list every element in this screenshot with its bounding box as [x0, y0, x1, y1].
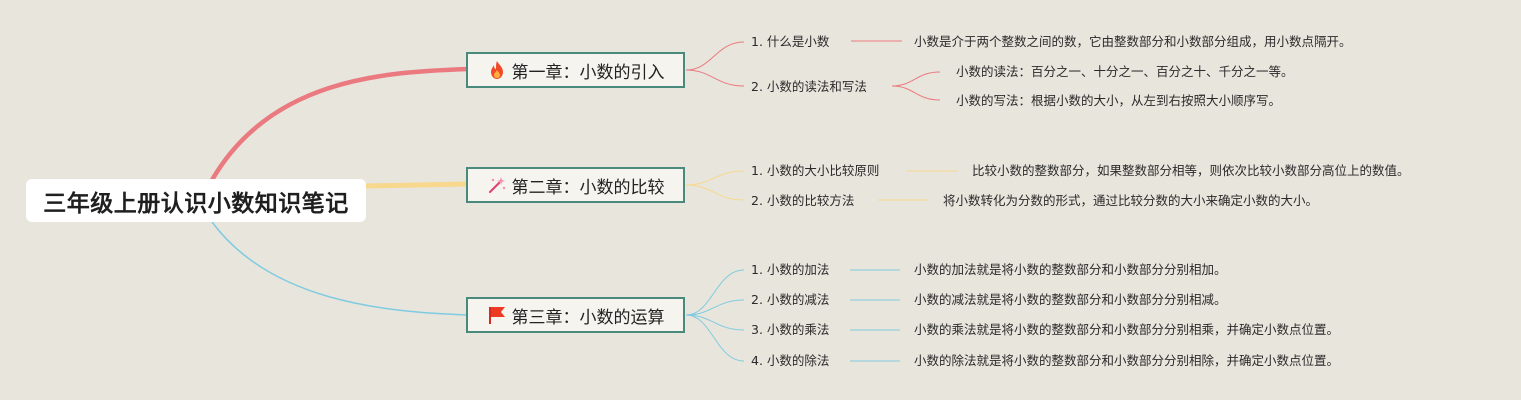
chapter-1-title: 第一章：小数的引入: [511, 62, 665, 83]
ch3-topic-2-detail-1[interactable]: 小数的减法就是将小数的整数部分和小数部分分别相减。: [914, 292, 1227, 307]
fire-icon: [487, 60, 507, 80]
chapter-1-node[interactable]: 第一章：小数的引入: [466, 52, 685, 88]
ch1-topic-1-detail-1[interactable]: 小数是介于两个整数之间的数，它由整数部分和小数部分组成，用小数点隔开。: [914, 34, 1352, 49]
connector-root-chapter-3: [211, 221, 469, 316]
ch3-topic-3-label[interactable]: 3. 小数的乘法: [751, 322, 830, 337]
ch3-topic-4-label[interactable]: 4. 小数的除法: [751, 353, 830, 368]
connector-ch1-topic-1: [685, 41, 745, 71]
connector-ch2-topic-1: [685, 170, 745, 186]
magic-wand-icon: [487, 175, 507, 195]
connector-ch2-topic-2: [685, 184, 745, 201]
ch3-topic-1-detail-1[interactable]: 小数的加法就是将小数的整数部分和小数部分分别相加。: [914, 262, 1227, 277]
ch1-topic-2-detail-1[interactable]: 小数的读法：百分之一、十分之一、百分之十、千分之一等。: [956, 64, 1294, 79]
ch3-topic-4-detail-1[interactable]: 小数的除法就是将小数的整数部分和小数部分分别相除，并确定小数点位置。: [914, 353, 1340, 368]
connector-ch1-topic-2-detail-2: [891, 85, 941, 101]
chapter-3-title: 第三章：小数的运算: [511, 307, 665, 328]
ch1-topic-1-label[interactable]: 1. 什么是小数: [751, 34, 830, 49]
connector-ch3-topic-2: [685, 299, 745, 316]
ch3-topic-3-detail-1[interactable]: 小数的乘法就是将小数的整数部分和小数部分分别相乘，并确定小数点位置。: [914, 322, 1340, 337]
connector-root-chapter-2: [365, 181, 469, 189]
ch2-topic-1-detail-1[interactable]: 比较小数的整数部分，如果整数部分相等，则依次比较小数部分高位上的数值。: [972, 163, 1410, 178]
chapter-2-node[interactable]: 第二章：小数的比较: [466, 167, 685, 203]
ch1-topic-2-label[interactable]: 2. 小数的读法和写法: [751, 79, 867, 94]
ch2-topic-1-label[interactable]: 1. 小数的大小比较原则: [751, 163, 880, 178]
root-topic[interactable]: 三年级上册认识小数知识笔记: [26, 179, 366, 222]
connector-root-chapter-1: [210, 66, 469, 182]
flag-icon: [487, 305, 507, 325]
ch1-topic-2-detail-2[interactable]: 小数的写法：根据小数的大小，从左到右按照大小顺序写。: [956, 93, 1282, 108]
connector-ch1-topic-2-detail-1: [891, 71, 941, 87]
ch2-topic-2-detail-1[interactable]: 将小数转化为分数的形式，通过比较分数的大小来确定小数的大小。: [943, 193, 1319, 208]
ch3-topic-1-label[interactable]: 1. 小数的加法: [751, 262, 830, 277]
connector-ch3-topic-1: [685, 269, 745, 316]
connector-ch1-topic-2: [685, 69, 745, 87]
chapter-2-title: 第二章：小数的比较: [511, 177, 665, 198]
chapter-3-node[interactable]: 第三章：小数的运算: [466, 297, 685, 333]
ch3-topic-2-label[interactable]: 2. 小数的减法: [751, 292, 830, 307]
connector-ch3-topic-3: [685, 314, 745, 331]
ch2-topic-2-label[interactable]: 2. 小数的比较方法: [751, 193, 855, 208]
connector-ch3-topic-4: [685, 314, 745, 362]
root-title: 三年级上册认识小数知识笔记: [43, 190, 349, 217]
